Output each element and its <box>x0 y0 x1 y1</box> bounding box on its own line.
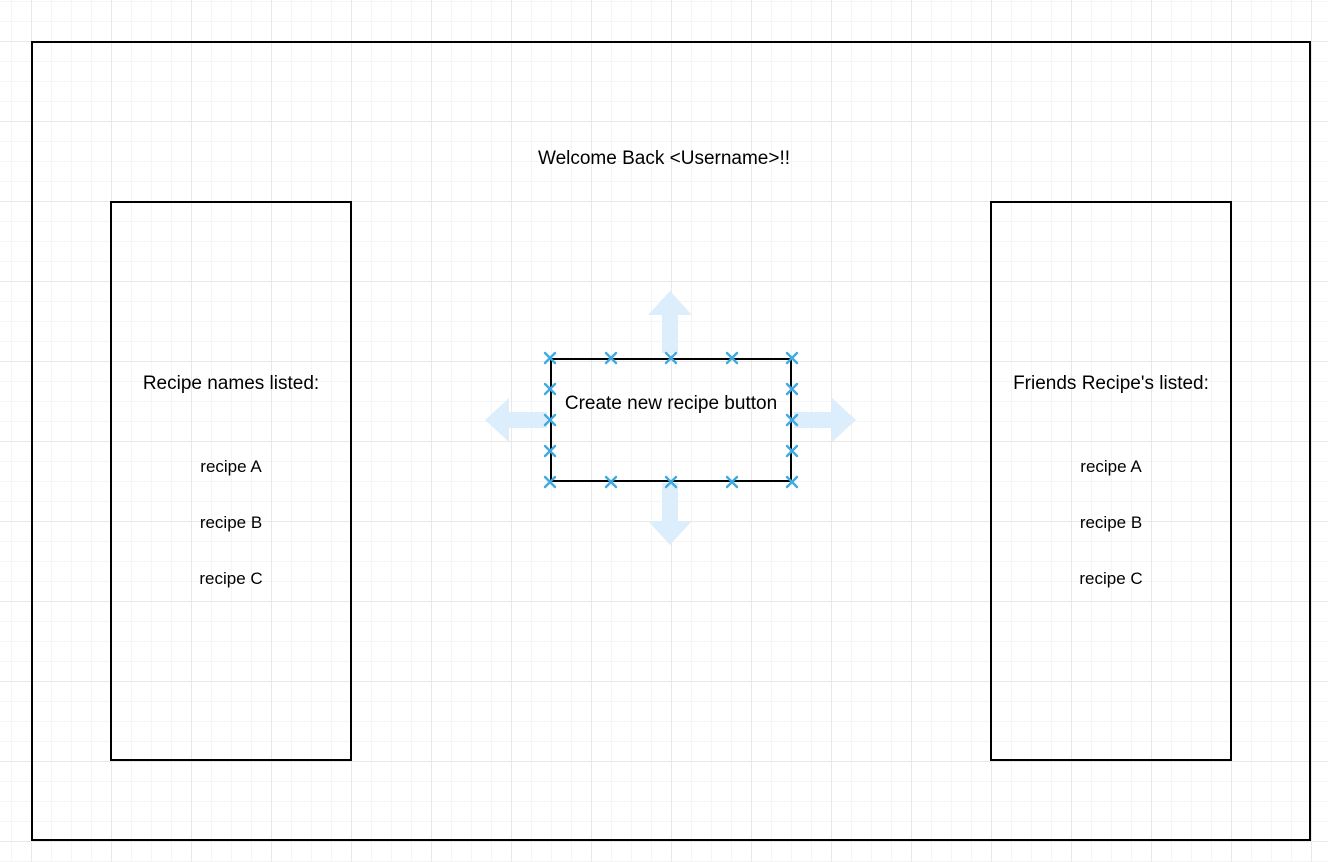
left-panel-heading: Recipe names listed: <box>142 373 320 394</box>
right-panel-item[interactable]: recipe B <box>1079 513 1143 532</box>
arrow-right-icon[interactable] <box>794 398 856 442</box>
x-handle-icon[interactable] <box>542 474 558 490</box>
x-handle-icon[interactable] <box>603 350 619 366</box>
x-handle-icon[interactable] <box>784 474 800 490</box>
left-panel-shape[interactable] <box>110 201 352 761</box>
create-new-recipe-button-shape[interactable] <box>550 358 792 482</box>
x-handle-icon[interactable] <box>663 474 679 490</box>
arrow-up-icon[interactable] <box>648 291 692 353</box>
x-handle-icon[interactable] <box>542 443 558 459</box>
x-handle-icon[interactable] <box>724 350 740 366</box>
arrow-down-icon[interactable] <box>648 483 692 545</box>
right-panel-item[interactable]: recipe C <box>1079 569 1143 588</box>
x-handle-icon[interactable] <box>663 350 679 366</box>
x-handle-icon[interactable] <box>542 381 558 397</box>
left-panel-item[interactable]: recipe C <box>199 569 263 588</box>
x-handle-icon[interactable] <box>784 381 800 397</box>
left-panel-item[interactable]: recipe A <box>200 457 262 476</box>
right-panel-heading: Friends Recipe's listed: <box>1013 373 1209 394</box>
outer-frame-shape[interactable] <box>31 41 1311 841</box>
right-panel-item[interactable]: recipe A <box>1080 457 1142 476</box>
x-handle-icon[interactable] <box>784 350 800 366</box>
x-handle-icon[interactable] <box>603 474 619 490</box>
create-new-recipe-button-label: Create new recipe button <box>564 393 778 414</box>
arrow-left-icon[interactable] <box>485 398 547 442</box>
welcome-heading: Welcome Back <Username>!! <box>537 148 791 169</box>
x-handle-icon[interactable] <box>724 474 740 490</box>
x-handle-icon[interactable] <box>784 412 800 428</box>
x-handle-icon[interactable] <box>542 412 558 428</box>
x-handle-icon[interactable] <box>542 350 558 366</box>
right-panel-shape[interactable] <box>990 201 1232 761</box>
x-handle-icon[interactable] <box>784 443 800 459</box>
left-panel-item[interactable]: recipe B <box>199 513 263 532</box>
